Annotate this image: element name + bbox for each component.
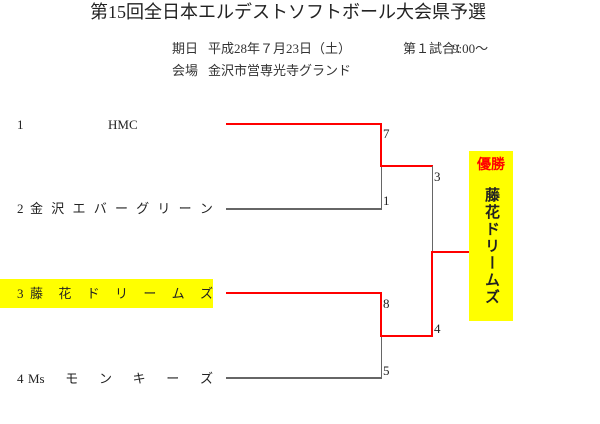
team-name-char: 花 [58, 286, 72, 301]
champion-label: 優勝 [477, 158, 505, 173]
team-name-char: リ [114, 286, 128, 301]
bracket-line-team1 [226, 123, 382, 125]
team-name: Ms モ ン キ ー ズ [28, 364, 213, 393]
team-name-char: バ [93, 201, 107, 216]
bracket-line-team4 [226, 377, 382, 379]
team-name-char: 藤 [30, 286, 44, 301]
bracket-line-final-loser-vertical [432, 166, 433, 252]
bracket-line-semi2-loser-vertical [381, 336, 382, 378]
tournament-title: 第15回全日本エルデストソフトボール大会県予選 [90, 2, 486, 22]
team-name-char: ー [178, 201, 192, 216]
team-seed: 2 [17, 201, 24, 216]
team-name-char: ズ [199, 286, 213, 301]
bracket-line-semi2-winner-vertical [380, 292, 382, 337]
team-name-char: Ms [28, 371, 45, 386]
team-seed: 4 [17, 371, 24, 386]
team-name-char: リ [157, 201, 171, 216]
match-time: 9:00～ [452, 41, 489, 56]
bracket-line-semi1-loser-vertical [381, 166, 382, 209]
team-name-char: ー [143, 286, 157, 301]
team-name: 藤 花 ド リ ー ム ズ [30, 279, 213, 308]
bracket-line-semi1-winner-vertical [380, 123, 382, 167]
team-name-char: ム [171, 286, 185, 301]
team-name-char: モ [65, 371, 79, 386]
team-entry-4: 4 Ms モ ン キ ー ズ [0, 364, 213, 393]
score-semi1-team2: 1 [383, 193, 390, 208]
bracket-line-team3 [226, 292, 382, 294]
team-name-char: ー [114, 201, 128, 216]
team-name-char: ン [199, 201, 213, 216]
score-final-upper: 3 [434, 169, 441, 184]
bracket-line-champion [431, 251, 469, 253]
bracket-line-final-winner-vertical [431, 251, 433, 337]
team-name-char: 金 [30, 201, 44, 216]
score-final-lower: 4 [434, 321, 441, 336]
bracket-line-semi1-advance [380, 165, 433, 167]
venue-label: 会場 [172, 63, 199, 78]
team-name-char: ズ [199, 371, 213, 386]
team-seed: 1 [17, 117, 24, 132]
score-semi1-team1: 7 [383, 126, 390, 141]
team-name: 金 沢 エ バ ー グ リ ー ン [30, 194, 213, 223]
score-semi2-team3: 8 [383, 296, 390, 311]
bracket-line-semi2-advance [380, 335, 433, 337]
team-entry-1: 1 HMC [0, 110, 213, 139]
team-entry-2: 2 金 沢 エ バ ー グ リ ー ン [0, 194, 213, 223]
date-value: 平成28年７月23日（土） [208, 41, 352, 56]
team-entry-3-highlighted: 3 藤 花 ド リ ー ム ズ [0, 279, 213, 308]
team-name-char: キ [132, 371, 146, 386]
team-name-char: ン [98, 371, 112, 386]
team-name-char: ド [86, 286, 100, 301]
match-label: 第１試合： [403, 41, 469, 56]
date-label: 期日 [172, 41, 199, 56]
team-seed: 3 [17, 286, 24, 301]
venue-value: 金沢市営専光寺グランド [208, 63, 352, 78]
team-name-char: ー [166, 371, 180, 386]
team-name-char: エ [72, 201, 86, 216]
team-name-char: グ [136, 201, 150, 216]
bracket-line-team2 [226, 208, 382, 210]
champion-box: 優勝 藤花ドリームズ [469, 151, 513, 321]
team-name-char: 沢 [51, 201, 65, 216]
score-semi2-team4: 5 [383, 363, 390, 378]
team-name: HMC [108, 117, 138, 132]
champion-name: 藤花ドリームズ [483, 187, 499, 306]
